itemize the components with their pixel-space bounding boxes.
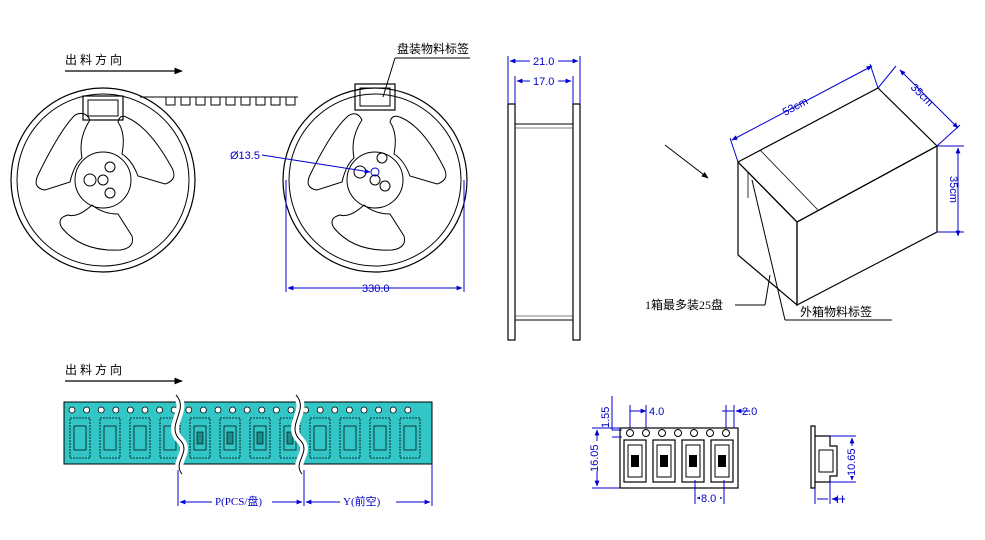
reel-diameter-dimension: 330.0 <box>362 283 390 295</box>
sprocket-pitch-dimension: 4.0 <box>649 406 664 418</box>
detail-pocket-inner <box>685 444 701 478</box>
sprocket-hole <box>243 406 251 414</box>
tape-cross-section: 10.65 H <box>810 425 858 506</box>
shipping-box: 53cm 35cm 35cm 1箱最多装25盘 外箱物料标签 <box>645 63 964 321</box>
direction-label-top: 出 料 方 向 <box>65 52 122 67</box>
sprocket-hole <box>156 406 164 414</box>
pocket-pitch-dimension: 8.0 <box>701 493 716 505</box>
detail-component <box>718 455 726 467</box>
sprocket-hole <box>375 406 383 414</box>
sprocket-hole <box>97 406 105 414</box>
reel-front-view-left: 出 料 方 向 <box>10 52 298 273</box>
sprocket-hole <box>389 406 397 414</box>
sprocket-hole <box>126 406 134 414</box>
direction-label-bottom: 出 料 方 向 <box>65 362 122 377</box>
leader-pocket <box>270 96 281 106</box>
leader-pocket <box>255 96 266 106</box>
tape-pockets <box>69 417 421 459</box>
tape-pocket <box>339 417 361 459</box>
sprocket-hole <box>83 406 90 414</box>
pocket-inner <box>133 425 147 451</box>
sprocket-hole <box>272 406 280 414</box>
sprocket-hole <box>331 406 339 414</box>
component <box>286 431 294 445</box>
detail-pocket-inner <box>627 444 643 478</box>
carrier-tape-strip: 出 料 方 向 P(PCS/盘) Y(前空) <box>63 362 433 508</box>
sprocket-hole <box>258 406 266 414</box>
pocket-inner <box>313 425 327 451</box>
box-height-dimension: 35cm <box>947 176 959 203</box>
tape-pocket <box>129 417 151 459</box>
pocket-inner <box>373 425 387 451</box>
sprocket-hole <box>287 406 295 414</box>
segment-y-label: Y(前空) <box>343 494 381 508</box>
detail-sprocket-hole <box>706 429 714 437</box>
detail-sprocket-hole <box>658 429 666 437</box>
leader-pocket <box>240 96 251 106</box>
sprocket-hole <box>214 406 222 414</box>
sprocket-hole <box>68 406 76 414</box>
pocket-inner <box>253 425 267 451</box>
pocket-inner <box>223 425 237 451</box>
detail-sprocket-hole <box>674 429 682 437</box>
box-width-dimension: 35cm <box>908 82 936 110</box>
pocket-inner <box>343 425 357 451</box>
box-label-callout: 外箱物料标签 <box>800 304 872 319</box>
sprocket-hole <box>141 406 149 414</box>
leader-pocket <box>225 96 236 106</box>
sprocket-dimension: 1.55 <box>600 407 612 428</box>
sprocket-hole <box>345 406 353 414</box>
detail-component <box>689 455 697 467</box>
leader-pocket <box>165 96 176 106</box>
reel-front-view-dimensioned: 盘装物料标签 Ø13.5 330.0 <box>230 41 470 295</box>
box-length-dimension: 53cm <box>781 95 810 118</box>
detail-component <box>631 455 639 467</box>
sprocket-hole <box>199 406 207 414</box>
tape-pocket <box>69 417 91 459</box>
tape-pocket <box>309 417 331 459</box>
detail-sprocket-hole <box>626 429 634 437</box>
hole-offset-dimension: 2.0 <box>742 406 757 418</box>
reel-side-view: 21.0 17.0 <box>507 54 581 341</box>
sprocket-holes <box>68 406 412 414</box>
pocket-inner <box>403 425 417 451</box>
sprocket-hole <box>360 406 368 414</box>
leader-pocket <box>180 96 191 106</box>
pocket-inner <box>73 425 87 451</box>
tape-width-dimension: 16.05 <box>589 444 601 472</box>
pocket-inner <box>103 425 117 451</box>
thickness-dimension: H <box>836 494 844 506</box>
tape-strip-leader <box>140 96 298 106</box>
sprocket-hole <box>229 406 237 414</box>
detail-sprocket-hole <box>642 429 650 437</box>
inner-width-dimension: 17.0 <box>533 76 554 88</box>
box-capacity-note: 1箱最多装25盘 <box>645 297 723 312</box>
tape-pocket <box>99 417 121 459</box>
tape-pocket <box>369 417 391 459</box>
leader-pocket <box>285 96 296 106</box>
tape-pocket <box>399 417 421 459</box>
sprocket-hole <box>112 406 120 414</box>
tape-detail-view: 1.55 16.05 4.0 2.0 8.0 <box>588 396 757 505</box>
reel-label-callout: 盘装物料标签 <box>397 41 469 56</box>
sprocket-hole <box>316 406 324 414</box>
component <box>256 431 264 445</box>
sprocket-hole <box>404 406 412 414</box>
component <box>226 431 234 445</box>
detail-sprocket-hole <box>722 429 730 437</box>
pocket-inner <box>193 425 207 451</box>
detail-pocket-inner <box>714 444 730 478</box>
sprocket-hole <box>185 406 193 414</box>
detail-component <box>660 455 668 467</box>
hub-diameter-dimension: Ø13.5 <box>230 150 260 162</box>
leader-pocket <box>210 96 221 106</box>
detail-pocket-inner <box>656 444 672 478</box>
overall-width-dimension: 21.0 <box>533 56 554 68</box>
component <box>196 431 204 445</box>
detail-sprocket-hole <box>690 429 698 437</box>
pocket-depth-dimension: 10.65 <box>846 448 858 476</box>
segment-p-label: P(PCS/盘) <box>215 494 262 508</box>
leader-pocket <box>195 96 206 106</box>
